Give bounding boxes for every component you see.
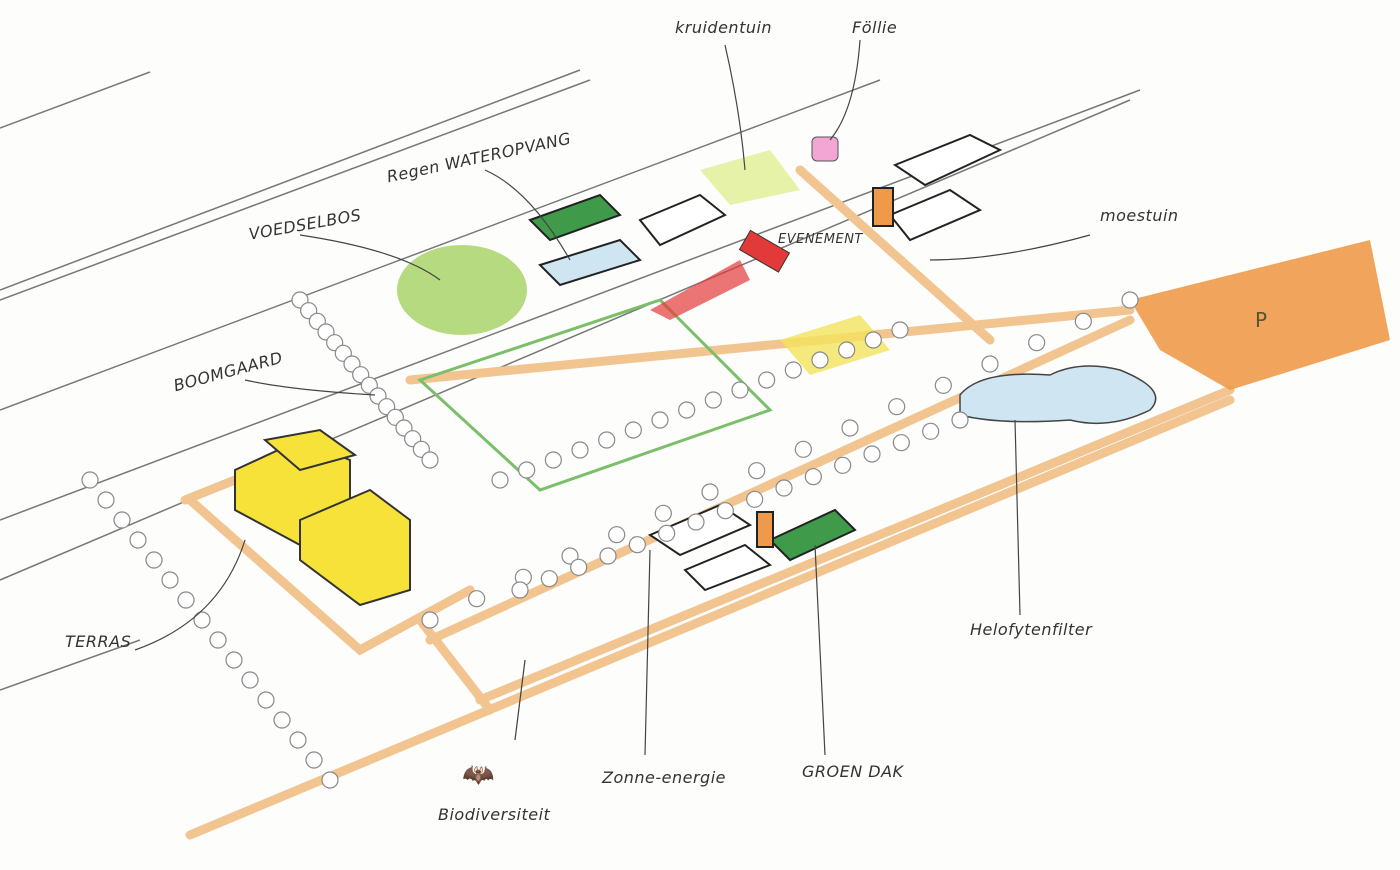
tree: [305, 751, 323, 769]
label-groen-dak: GROEN DAK: [802, 762, 904, 781]
tree: [599, 547, 617, 565]
tree: [687, 513, 705, 531]
tree: [1121, 291, 1139, 309]
tree: [864, 331, 882, 349]
tree: [81, 471, 99, 489]
tree: [838, 341, 856, 359]
tree: [511, 581, 529, 599]
pavilions: [528, 133, 1003, 592]
tree: [598, 431, 616, 449]
tree: [570, 558, 588, 576]
tree: [561, 547, 579, 565]
tree: [177, 591, 195, 609]
tree: [748, 462, 766, 480]
tree: [257, 691, 275, 709]
tree: [161, 571, 179, 589]
main-building: [234, 428, 411, 607]
tree: [193, 611, 211, 629]
tree: [892, 434, 910, 452]
tree: [731, 381, 749, 399]
label-zonne-energie: Zonne-energie: [602, 768, 726, 787]
tree: [491, 471, 509, 489]
bat-icon: 🦇: [462, 760, 495, 790]
tree: [863, 445, 881, 463]
tree: [678, 401, 696, 419]
label-moestuin: moestuin: [1100, 206, 1179, 225]
tree: [934, 376, 952, 394]
tree: [608, 526, 626, 544]
follie-structure: [811, 136, 839, 162]
crop-field: [780, 315, 890, 375]
tree: [129, 531, 147, 549]
tree: [289, 731, 307, 749]
tree: [716, 502, 734, 520]
kruidentuin-area: [700, 150, 800, 205]
tree: [922, 422, 940, 440]
boomgaard-area: [417, 298, 773, 492]
tree: [701, 483, 719, 501]
label-terras: TERRAS: [65, 632, 132, 651]
pond: [959, 365, 1157, 425]
trees: [81, 291, 1139, 789]
leader-lines: [134, 39, 1091, 756]
tree: [746, 490, 764, 508]
tree: [571, 441, 589, 459]
tree: [704, 391, 722, 409]
tree: [804, 468, 822, 486]
tree: [241, 671, 259, 689]
tree: [758, 371, 776, 389]
tree: [888, 398, 906, 416]
tree: [1028, 334, 1046, 352]
tree: [951, 411, 969, 429]
tree: [981, 355, 999, 373]
evenement-trailer: [738, 229, 791, 273]
tree: [321, 771, 339, 789]
tree: [811, 351, 829, 369]
voedselbos-area: [397, 245, 527, 335]
tree: [891, 321, 909, 339]
tree: [540, 570, 558, 588]
tree: [841, 419, 859, 437]
tree: [113, 511, 131, 529]
tree: [624, 421, 642, 439]
evenement-field: [650, 260, 750, 320]
tree: [654, 504, 672, 522]
tree: [794, 440, 812, 458]
label-kruidentuin: kruidentuin: [675, 18, 773, 37]
tree: [658, 524, 676, 542]
tree: [273, 711, 291, 729]
parking-area: [1130, 240, 1390, 390]
tree: [775, 479, 793, 497]
tree: [784, 361, 802, 379]
tree: [518, 461, 536, 479]
tree: [1074, 312, 1092, 330]
tree: [225, 651, 243, 669]
tree: [834, 456, 852, 474]
label-helofytenfilter: Helofytenfilter: [970, 620, 1093, 639]
tree: [651, 411, 669, 429]
tree: [209, 631, 227, 649]
label-biodiversiteit: Biodiversiteit: [438, 805, 551, 824]
tree: [97, 491, 115, 509]
tree: [544, 451, 562, 469]
paths: [180, 165, 1235, 840]
label-follie: Föllie: [852, 18, 898, 37]
label-evenement: EVENEMENT: [778, 232, 863, 247]
tree: [468, 590, 486, 608]
tree: [145, 551, 163, 569]
label-parking: P: [1255, 308, 1268, 332]
tree: [421, 451, 439, 469]
tree: [628, 536, 646, 554]
tree: [421, 611, 439, 629]
